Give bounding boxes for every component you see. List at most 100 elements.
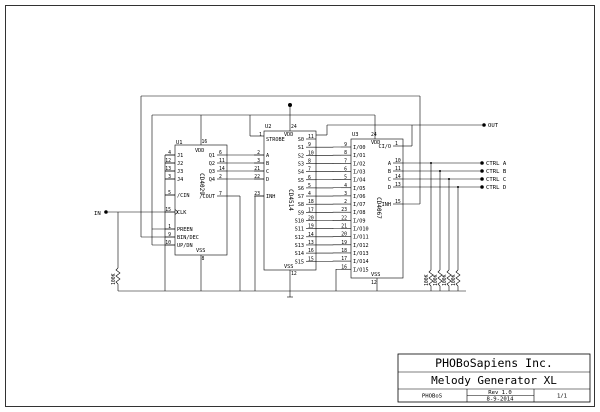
- u3-left-pin-number: 18: [341, 248, 347, 254]
- u2-right-pin-number: 6: [308, 175, 311, 181]
- ctrl-label: CTRL B: [486, 169, 507, 175]
- ctrl-resistor-value: 100K: [433, 274, 439, 286]
- u3-left-pin-name: I/O8: [353, 210, 366, 216]
- u3-right-pin-name: CI/O: [379, 144, 392, 150]
- page-border: [5, 5, 595, 407]
- u2-right-pin-name: S12: [295, 235, 304, 241]
- title-block-frame: [397, 353, 591, 403]
- u2-left-pin-name: INH: [266, 194, 275, 200]
- u3-right-pin-name: B: [388, 169, 391, 175]
- u3-left-pin-name: I/O6: [353, 194, 366, 200]
- u3-left-pin-number: 21: [341, 224, 347, 230]
- u3-left-pin-name: I/O9: [353, 218, 366, 224]
- u1-left-pin-number: 15: [165, 207, 171, 213]
- ctrl-resistor: [446, 269, 452, 287]
- u1-left-pin-name: BIN/DEC: [177, 235, 199, 241]
- u2-right-pin-name: S11: [295, 227, 304, 233]
- u2-right-pin-name: S10: [295, 219, 304, 225]
- u2-right-pin-name: S6: [298, 186, 304, 192]
- u3-left-pin-name: I/O1: [353, 153, 366, 159]
- u2-left-pin-number: 21: [254, 166, 260, 172]
- u1-clock-marker-icon: [174, 209, 179, 215]
- u1-left-pin-name: PREEN: [177, 227, 193, 233]
- u1-right-pin-name: Q3: [209, 169, 215, 175]
- u3-left-pin-name: I/O0: [353, 145, 366, 151]
- u1-left-pin-number: 9: [168, 232, 171, 238]
- u3-part: CD4067: [375, 197, 382, 219]
- u2-right-pin-number: 15: [308, 256, 314, 262]
- u1-left-pin-number: 1: [168, 224, 171, 230]
- u3-right-pin-number: 10: [395, 158, 401, 164]
- u3-right-pin-name: C: [388, 177, 391, 183]
- u2-right-pin-number: 9: [308, 142, 311, 148]
- u2-right-pin-name: S1: [298, 145, 304, 151]
- ctrl-resistor-value: 100K: [451, 274, 457, 286]
- u1-vdd-pin: 16: [202, 139, 208, 145]
- u3-left-pin-name: I/O14: [353, 259, 369, 265]
- u2-right-pin-name: S3: [298, 161, 304, 167]
- u2-left-pin-number: 2: [257, 150, 260, 156]
- u3-left-pin-name: I/O5: [353, 186, 366, 192]
- sheet-number: 1/1: [557, 394, 567, 400]
- u2-right-pin-name: S0: [298, 137, 304, 143]
- u1-left-pin-name: UP/DN: [177, 243, 193, 249]
- u2-right-pin-name: S13: [295, 243, 304, 249]
- u3-left-pin-name: I/O2: [353, 161, 366, 167]
- u2-vdd-pin: 24: [291, 124, 297, 130]
- title-block: PHOBoSapiens Inc. Melody Generator XL PH…: [397, 353, 591, 403]
- u3-right-pin-number: 11: [395, 166, 401, 172]
- u2-vss-label: VSS: [284, 264, 293, 270]
- u1-ref: U1: [176, 140, 183, 146]
- u3-ref: U3: [352, 132, 359, 138]
- output-port-label: OUT: [488, 123, 499, 129]
- u2-strobe-pin: 1: [259, 132, 262, 138]
- u1-right-pin-name: Q2: [209, 161, 215, 167]
- ctrl-resistor: [455, 269, 461, 287]
- u3-left-pin-name: I/O7: [353, 202, 366, 208]
- u2-ref: U2: [265, 124, 272, 130]
- u1-left-pin-name: J4: [177, 177, 183, 183]
- u3-left-pin-number: 8: [344, 150, 347, 156]
- u2-right-pin-number: 14: [308, 232, 314, 238]
- u2-right-pin-number: 17: [308, 207, 314, 213]
- u3-left-pin-name: I/O10: [353, 227, 369, 233]
- u2-left-pin-number: 23: [254, 191, 260, 197]
- u2-right-pin-number: 5: [308, 183, 311, 189]
- u3-left-pin-number: 9: [344, 142, 347, 148]
- u3-left-pin-number: 4: [344, 183, 347, 189]
- u1-left-pin-name: J3: [177, 169, 183, 175]
- u3-left-pin-name: I/O11: [353, 235, 369, 241]
- u2-right-pin-name: S14: [295, 251, 304, 257]
- ctrl-resistor: [428, 269, 434, 287]
- u1-left-pin-name: /CIN: [177, 193, 190, 199]
- u3-vdd-pin: 24: [371, 132, 377, 138]
- u2-left-pin-name: C: [266, 169, 269, 175]
- u3-right-pin-number: 15: [395, 199, 401, 205]
- u1-right-pin-name: Q1: [209, 153, 215, 159]
- u2-right-pins: 11S09S110S28S37S46S55S64S718S817S920S101…: [295, 134, 316, 265]
- u1-vss-label: VSS: [196, 248, 205, 254]
- u2-right-pin-number: 13: [308, 240, 314, 246]
- input-terminal-icon: [104, 210, 108, 214]
- u2-vdd-label: VDD: [284, 132, 293, 138]
- u3-left-pin-number: 3: [344, 191, 347, 197]
- ctrl-terminal-icon: [480, 177, 484, 181]
- ctrl-label: CTRL D: [486, 185, 507, 191]
- vdd-supply-icon: [288, 103, 292, 107]
- u3-vdd-label: VDD: [371, 140, 380, 146]
- ctrl-terminal-icon: [480, 185, 484, 189]
- u2-right-pin-number: 20: [308, 216, 314, 222]
- u1-vdd-label: VDD: [195, 148, 204, 154]
- u2-right-pin-name: S5: [298, 178, 304, 184]
- u3-left-pin-number: 20: [341, 232, 347, 238]
- u2-part: CD4514: [287, 189, 294, 211]
- u3-left-pin-name: I/O13: [353, 251, 369, 257]
- ctrl-label: CTRL A: [486, 161, 507, 167]
- u1-left-pin-number: 3: [168, 174, 171, 180]
- u2-right-pin-number: 7: [308, 167, 311, 173]
